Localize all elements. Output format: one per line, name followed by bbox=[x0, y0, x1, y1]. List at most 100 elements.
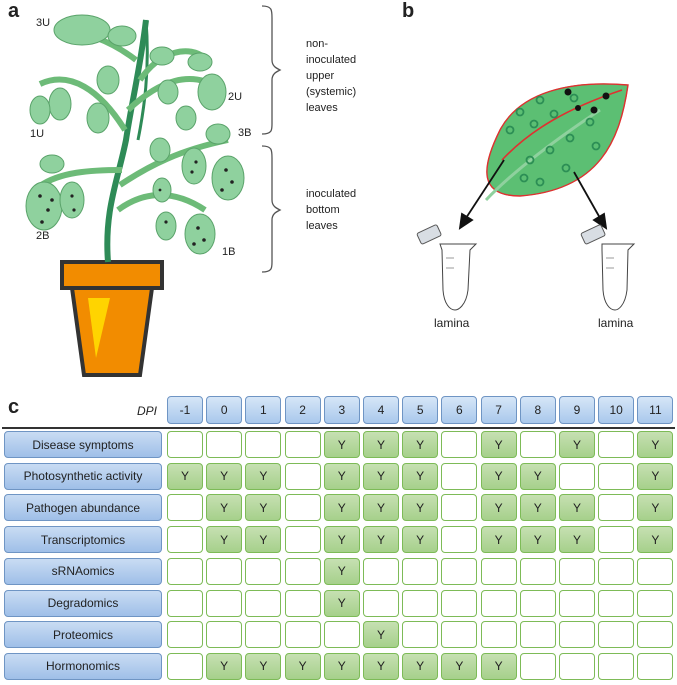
table-cell: Y bbox=[637, 526, 674, 554]
dpi-header-cell: 3 bbox=[323, 396, 360, 424]
table-cell bbox=[402, 557, 439, 585]
table-cell bbox=[167, 621, 203, 649]
table-cell: Y bbox=[519, 526, 556, 554]
dpi-header-cell: 0 bbox=[206, 396, 243, 424]
tube-right-label: lamina bbox=[598, 316, 634, 330]
dpi-header-cell: 10 bbox=[598, 396, 635, 424]
dpi-header-cell: 1 bbox=[245, 396, 282, 424]
dpi-header-cell: 9 bbox=[559, 396, 595, 424]
table-cell bbox=[559, 462, 595, 490]
table-cell: Y bbox=[206, 526, 243, 554]
table-cell bbox=[441, 526, 478, 554]
table-cell: Y bbox=[519, 494, 556, 522]
table-cell bbox=[598, 494, 635, 522]
table-cell: Y bbox=[206, 462, 243, 490]
table-cell bbox=[402, 621, 439, 649]
table-cell: Y bbox=[559, 431, 595, 458]
table-cell bbox=[284, 494, 321, 522]
table-cell bbox=[441, 621, 478, 649]
table-cell bbox=[402, 589, 439, 617]
table-cell bbox=[637, 652, 674, 680]
leaf-label-3u: 3U bbox=[36, 17, 51, 29]
table-cell: Y bbox=[637, 431, 674, 458]
dpi-label: DPI bbox=[137, 404, 158, 418]
bottom-text-line: leaves bbox=[306, 220, 338, 232]
upper-text-line: non- bbox=[306, 38, 329, 50]
table-cell: Y bbox=[323, 589, 360, 617]
table-cell bbox=[167, 431, 203, 458]
bottom-text-line: inoculated bbox=[306, 188, 357, 200]
table-cell bbox=[206, 557, 243, 585]
table-cell: Y bbox=[323, 652, 360, 680]
table-cell: Y bbox=[167, 462, 203, 490]
table-cell: Y bbox=[363, 526, 399, 554]
table-cell: Y bbox=[323, 462, 360, 490]
upper-leaves-text: non- inoculated upper (systemic) leaves bbox=[306, 36, 356, 116]
upper-text-line: upper bbox=[306, 70, 335, 82]
leaf-label-2u: 2U bbox=[228, 91, 243, 103]
panel-b-letter: b bbox=[402, 0, 415, 22]
table-cell bbox=[245, 589, 282, 617]
table-cell: Y bbox=[480, 652, 517, 680]
upper-text-line: leaves bbox=[306, 102, 338, 114]
table-cell bbox=[559, 621, 595, 649]
leaf-label-1u: 1U bbox=[30, 128, 45, 140]
row-label: Proteomics bbox=[4, 621, 162, 649]
table-cell bbox=[206, 621, 243, 649]
row-label: Hormonomics bbox=[4, 652, 162, 680]
table-cell bbox=[598, 526, 635, 554]
table-cell: Y bbox=[519, 462, 556, 490]
table-cell bbox=[598, 431, 635, 458]
table-cell bbox=[480, 589, 517, 617]
table-cell: Y bbox=[637, 494, 674, 522]
inoculated-leaf bbox=[484, 83, 629, 202]
tube-left-label: lamina bbox=[434, 316, 470, 330]
table-cell bbox=[559, 557, 595, 585]
table-cell bbox=[363, 557, 399, 585]
table-cell: Y bbox=[363, 431, 399, 458]
table-cell bbox=[519, 621, 556, 649]
tube-right bbox=[580, 224, 636, 311]
row-label: Photosynthetic activity bbox=[4, 462, 162, 490]
table-cell bbox=[167, 589, 203, 617]
dpi-header-cell: 11 bbox=[637, 396, 674, 424]
table-cell: Y bbox=[402, 652, 439, 680]
table-cell: Y bbox=[245, 462, 282, 490]
panel-a-letter: a bbox=[8, 0, 20, 22]
row-label: Transcriptomics bbox=[4, 526, 162, 554]
bottom-text-line: bottom bbox=[306, 204, 340, 216]
upper-brace bbox=[261, 5, 282, 135]
table-cell bbox=[519, 652, 556, 680]
table-cell bbox=[206, 589, 243, 617]
table-cell: Y bbox=[559, 494, 595, 522]
row-label: Degradomics bbox=[4, 589, 162, 617]
table-cell: Y bbox=[441, 652, 478, 680]
table-cell: Y bbox=[206, 652, 243, 680]
table-cell bbox=[598, 589, 635, 617]
table-cell: Y bbox=[480, 462, 517, 490]
table-cell bbox=[637, 589, 674, 617]
table-cell: Y bbox=[363, 621, 399, 649]
table-cell: Y bbox=[363, 462, 399, 490]
table-cell: Y bbox=[323, 431, 360, 458]
dpi-header-cell: 6 bbox=[441, 396, 478, 424]
table-cell bbox=[598, 621, 635, 649]
table-cell bbox=[519, 431, 556, 458]
table-cell: Y bbox=[245, 652, 282, 680]
table-cell: Y bbox=[480, 494, 517, 522]
bottom-leaves-text: inoculated bottom leaves bbox=[306, 186, 356, 234]
table-cell: Y bbox=[206, 494, 243, 522]
table-cell: Y bbox=[637, 462, 674, 490]
flower-pot bbox=[60, 260, 164, 377]
table-cell bbox=[323, 621, 360, 649]
table-cell bbox=[167, 652, 203, 680]
upper-text-line: inoculated bbox=[306, 54, 357, 66]
dpi-header-cell: -1 bbox=[167, 396, 203, 424]
table-cell bbox=[245, 431, 282, 458]
table-cell bbox=[284, 431, 321, 458]
table-cell bbox=[559, 652, 595, 680]
table-cell bbox=[480, 557, 517, 585]
table-cell bbox=[480, 621, 517, 649]
table-cell: Y bbox=[363, 652, 399, 680]
table-cell: Y bbox=[363, 494, 399, 522]
